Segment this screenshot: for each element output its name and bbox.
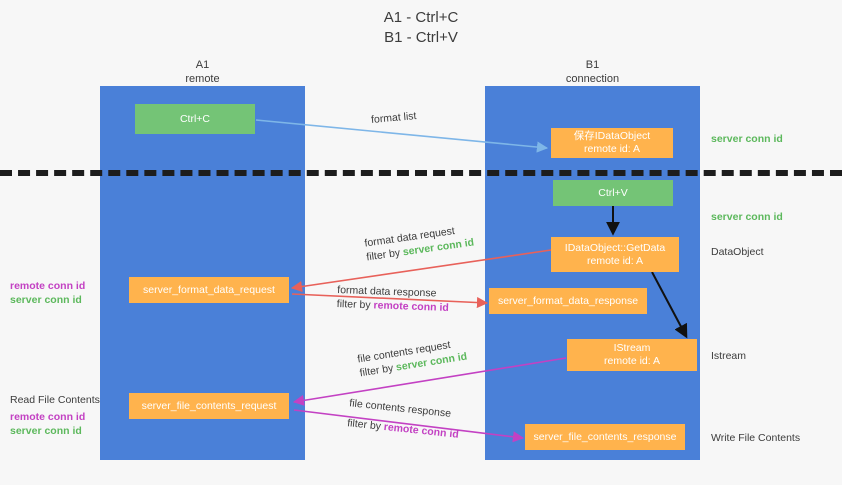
- annotation-read-file-contents: Read File Contents: [10, 394, 100, 406]
- node-save-idataobject[interactable]: 保存IDataObject remote id: A: [551, 128, 673, 158]
- annotation-left-group-2: remote conn id server conn id: [10, 410, 85, 438]
- annotation-server-conn-id-mid: server conn id: [711, 211, 783, 223]
- node-ctrl-c[interactable]: Ctrl+C: [135, 104, 255, 134]
- annotation-dataobject: DataObject: [711, 246, 764, 258]
- edge-format-data-request-prefix: filter by: [365, 246, 404, 264]
- annotation-istream: Istream: [711, 350, 747, 362]
- page-title: A1 - Ctrl+C B1 - Ctrl+V: [0, 8, 842, 48]
- edge-label-file-contents-request: file contents request filter by server c…: [356, 336, 468, 381]
- column-a1-sub: remote: [185, 73, 220, 85]
- column-b1-sub: connection: [565, 73, 620, 85]
- node-istream-line1: IStream: [613, 342, 651, 354]
- column-b1-name: B1: [585, 59, 600, 71]
- node-idataobject-getdata[interactable]: IDataObject::GetData remote id: A: [551, 237, 679, 272]
- column-header-a1: A1 remote: [120, 58, 285, 86]
- node-server-format-data-request-label: server_format_data_request: [143, 283, 275, 296]
- node-server-file-contents-response-label: server_file_contents_response: [533, 430, 677, 443]
- edge-label-format-data-response: format data response filter by remote co…: [337, 283, 450, 315]
- edge-file-contents-response-prefix: filter by: [346, 417, 385, 433]
- node-ctrl-c-label: Ctrl+C: [179, 112, 211, 125]
- edge-label-format-data-request: format data request filter by server con…: [364, 222, 475, 265]
- phase-separator: [0, 170, 842, 176]
- annotation-left-server-conn-id-2: server conn id: [10, 425, 82, 437]
- annotation-left-remote-conn-id-1: remote conn id: [10, 280, 86, 292]
- edge-format-data-response-key: remote conn id: [373, 299, 449, 314]
- annotation-left-group-1: remote conn id server conn id: [10, 279, 85, 307]
- column-a1-name: A1: [195, 59, 210, 71]
- node-server-file-contents-request[interactable]: server_file_contents_request: [129, 393, 289, 419]
- annotation-server-conn-id-top: server conn id: [711, 133, 783, 145]
- node-save-idataobject-line2: remote id: A: [583, 143, 641, 155]
- edge-format-data-response-prefix: filter by: [336, 298, 374, 312]
- node-server-format-data-response[interactable]: server_format_data_response: [489, 288, 647, 314]
- node-ctrl-v-label: Ctrl+V: [598, 186, 628, 199]
- title-line-1: A1 - Ctrl+C: [383, 9, 459, 26]
- column-header-b1: B1 connection: [510, 58, 675, 86]
- node-ctrl-v[interactable]: Ctrl+V: [553, 180, 673, 206]
- node-getdata-line2: remote id: A: [586, 254, 644, 267]
- title-line-2: B1 - Ctrl+V: [384, 29, 458, 46]
- edge-label-format-list: format list: [370, 109, 417, 127]
- annotation-left-remote-conn-id-2: remote conn id: [10, 411, 86, 423]
- edge-label-format-list-text: format list: [370, 110, 417, 126]
- edge-label-file-contents-response: file contents response filter by remote …: [347, 396, 462, 442]
- annotation-write-file-contents: Write File Contents: [711, 432, 801, 444]
- annotation-left-server-conn-id-1: server conn id: [10, 294, 82, 306]
- node-server-format-data-response-label: server_format_data_response: [497, 294, 639, 307]
- node-server-file-contents-request-label: server_file_contents_request: [141, 399, 277, 412]
- node-save-idataobject-line1: 保存IDataObject: [573, 130, 651, 142]
- node-istream-line2: remote id: A: [603, 355, 661, 367]
- node-getdata-line1: IDataObject::GetData: [564, 241, 666, 254]
- node-server-file-contents-response[interactable]: server_file_contents_response: [525, 424, 685, 450]
- edge-file-contents-response-key: remote conn id: [383, 420, 460, 441]
- node-istream[interactable]: IStream remote id: A: [567, 339, 697, 371]
- edge-format-data-response-line2: filter by remote conn id: [337, 297, 449, 315]
- node-server-format-data-request[interactable]: server_format_data_request: [129, 277, 289, 303]
